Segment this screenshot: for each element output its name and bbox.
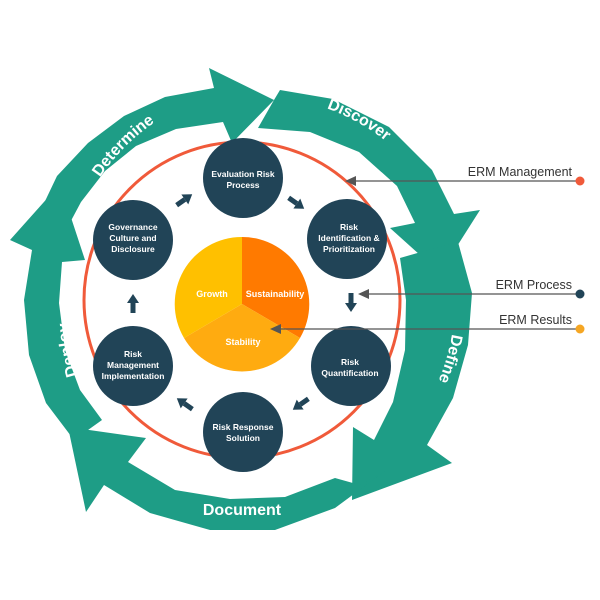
label-document: Document xyxy=(203,502,282,519)
flow-arrow-identification-to-quantification xyxy=(345,293,357,312)
arrow-define xyxy=(352,242,472,500)
arrow-document xyxy=(68,427,385,530)
legend-dot-results xyxy=(575,324,585,334)
pie-label-growth: Growth xyxy=(196,289,228,299)
legend-erm-results: ERM Results xyxy=(270,313,585,334)
process-flow-arrows xyxy=(127,194,357,412)
flow-arrow-implementation-to-governance xyxy=(127,294,139,313)
legend-erm-management: ERM Management xyxy=(345,165,585,186)
legend-dot-process xyxy=(575,289,585,299)
flow-arrow-evaluation-to-identification xyxy=(287,195,305,209)
pie-label-stability: Stability xyxy=(225,337,260,347)
arrow-deploy xyxy=(10,184,102,440)
flow-arrow-response-to-implementation xyxy=(176,398,194,412)
legend-label-results: ERM Results xyxy=(499,313,572,327)
pie-label-sustainability: Sustainability xyxy=(246,289,305,299)
arrow-discover xyxy=(258,90,480,273)
pie-slice-growth xyxy=(174,236,242,338)
legend-label-management: ERM Management xyxy=(468,165,573,179)
pie-slice-stability xyxy=(184,304,300,372)
pie-slice-sustainability xyxy=(242,236,310,338)
erm-results-pie: Growth Sustainability Stability xyxy=(174,236,310,372)
legend: ERM Management ERM Process ERM Results xyxy=(270,165,585,334)
flow-arrow-quantification-to-response xyxy=(292,396,310,410)
legend-erm-process: ERM Process xyxy=(358,278,585,299)
legend-label-process: ERM Process xyxy=(496,278,572,292)
outer-cycle-arrows xyxy=(10,68,480,530)
legend-dot-management xyxy=(575,176,585,186)
arrow-determine xyxy=(37,68,274,232)
flow-arrow-governance-to-evaluation xyxy=(175,194,193,208)
